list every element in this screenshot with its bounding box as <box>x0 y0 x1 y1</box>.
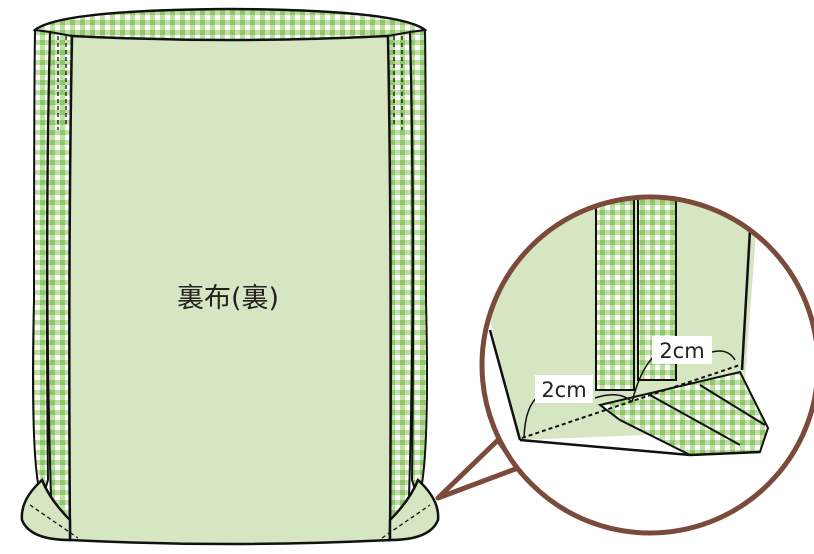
zoom-stripe-1 <box>595 197 635 391</box>
zoom-detail: 2cm 2cm <box>479 194 814 536</box>
zoom-fold-edge <box>519 438 761 457</box>
dim-label-upper-bg <box>652 336 712 364</box>
zoom-fold-crease-2 <box>699 384 766 426</box>
dim-label-lower-bg <box>535 375 593 403</box>
bottom-right-stitch <box>381 504 431 539</box>
dim-label-upper: 2cm <box>659 339 704 363</box>
bottom-left-corner <box>20 477 72 542</box>
zoom-circle-border <box>479 194 814 536</box>
lining-bag: 裏布(裏) <box>20 7 440 546</box>
zoom-right-edge <box>740 229 752 371</box>
zoom-fold-crease-1 <box>649 394 741 446</box>
zoom-left-edge <box>488 329 522 441</box>
dim-label-lower: 2cm <box>541 378 586 402</box>
bottom-left-stitch <box>29 504 79 539</box>
main-label: 裏布(裏) <box>177 283 279 314</box>
